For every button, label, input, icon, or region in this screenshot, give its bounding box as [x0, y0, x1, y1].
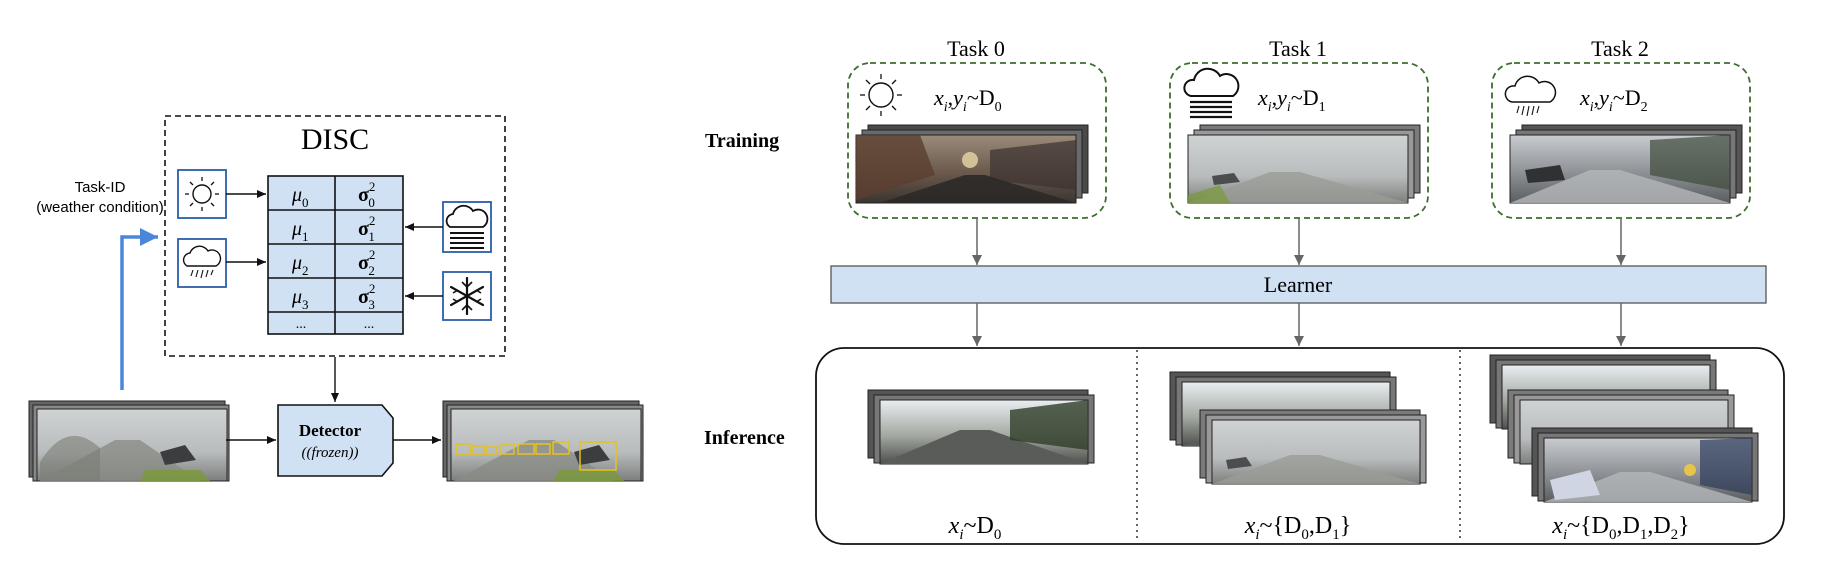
task-id-arrow [120, 228, 158, 390]
detection-boxes [455, 441, 617, 471]
inference-2-formula: xi~{D0,D1,D2} [1551, 513, 1689, 543]
fog-icon [1183, 67, 1240, 119]
task-0-group: Task 0 xi,yi~D0 [847, 36, 1107, 219]
inference-2-images [1489, 354, 1759, 503]
inference-panel [815, 347, 1785, 545]
inference-2-image-c [1543, 437, 1753, 503]
mu-0: μ0 [291, 184, 309, 210]
inference-1-formula: xi~{D0,D1} [1244, 513, 1352, 543]
task-0-title: Task 0 [947, 36, 1005, 61]
inference-0-formula: xi~D0 [948, 513, 1002, 543]
task-1-image-stack [1187, 124, 1421, 204]
inference-0-image [879, 399, 1089, 465]
mu-3: μ3 [291, 286, 309, 312]
task-2-image-stack [1509, 124, 1743, 204]
detector-block: Detector ((frozen)) [277, 404, 394, 477]
task-1-image [1187, 134, 1409, 204]
task-1-group: Task 1 xi,yi~D1 [1169, 36, 1429, 219]
inference-label: Inference [704, 427, 785, 449]
task-2-image [1509, 134, 1731, 204]
task-1-title: Task 1 [1269, 36, 1327, 61]
sun-icon [860, 74, 902, 116]
ellipsis-left: ... [296, 317, 307, 332]
rain-cloud-icon [1504, 75, 1557, 117]
input-foggy-image [36, 408, 228, 482]
snowflake-icon [442, 271, 492, 321]
mu-1: μ1 [291, 218, 309, 244]
detector-sublabel: ((frozen)) [302, 445, 359, 461]
task-1-formula: xi,yi~D1 [1257, 85, 1326, 115]
task-2-group: Task 2 xi,yi~D2 [1491, 36, 1751, 219]
sun-icon [177, 169, 227, 219]
output-image-stack [442, 400, 644, 482]
inference-0-images [867, 389, 1095, 465]
disc-title: DISC [301, 123, 369, 156]
disc-dashed-box [164, 115, 506, 357]
learner-label: Learner [1264, 272, 1333, 297]
input-image-stack [28, 400, 230, 482]
task-0-formula: xi,yi~D0 [933, 85, 1002, 115]
task-0-image [855, 134, 1077, 204]
inference-1-images [1169, 371, 1427, 485]
task-id-sublabel: (weather condition) [36, 199, 164, 216]
fog-icon [442, 201, 492, 253]
task-0-image-stack [855, 124, 1089, 204]
task-2-formula: xi,yi~D2 [1579, 85, 1648, 115]
inference-1-image-b [1211, 419, 1421, 485]
output-foggy-image [450, 408, 642, 482]
task-2-title: Task 2 [1591, 36, 1649, 61]
detector-sublabel-text: (frozen) [307, 445, 354, 461]
detector-label: Detector [299, 421, 362, 440]
task-id-label: Task-ID [75, 179, 126, 196]
ellipsis-right: ... [364, 317, 375, 332]
rain-cloud-icon [177, 238, 227, 288]
training-label: Training [705, 130, 779, 152]
mu-2: μ2 [291, 252, 309, 278]
